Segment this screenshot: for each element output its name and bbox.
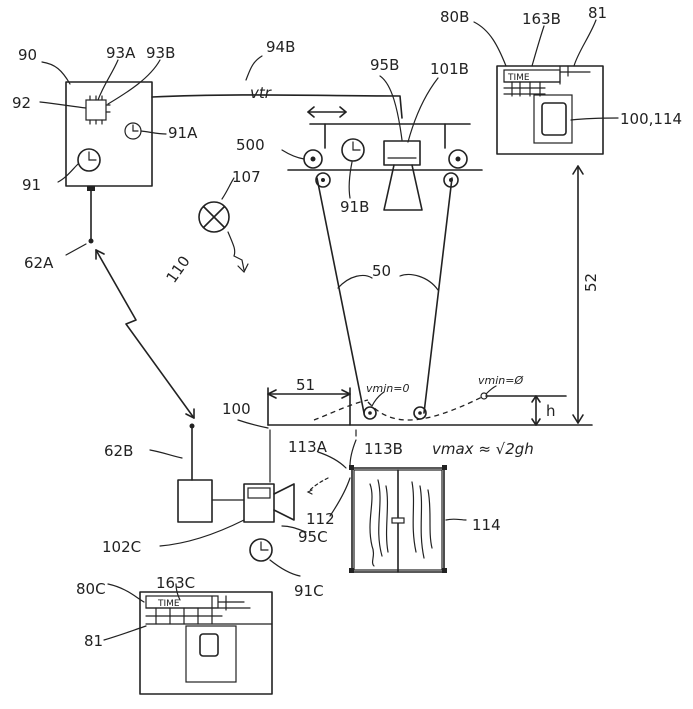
label-113b: 113B [364,440,403,458]
label-80c: 80C [76,580,106,598]
rope-right [423,177,453,414]
camera-102c [243,483,275,523]
time-box-bottom [145,595,219,609]
label-52: 52 [582,273,600,292]
label-94b: 94B [266,38,295,56]
label-500: 500 [236,136,265,154]
door-thumb-bottom [199,633,219,657]
label-81-bottom: 81 [84,632,103,650]
label-vmax: vmax ≈ √2gh [432,440,534,458]
label-100-114: 100,114 [620,110,682,128]
timeline-grid-top [503,65,591,97]
pulley-right [443,149,468,188]
label-93a: 93A [106,44,136,62]
chip-pins [89,95,111,125]
label-h: h [546,402,556,420]
label-101b: 101B [430,60,469,78]
camera-box-101b [383,140,421,166]
label-163c: 163C [156,574,195,592]
label-91a: 91A [168,124,198,142]
wireless-link [95,249,195,419]
label-vmin-0-a: vmin=0 [366,382,409,395]
distance-52 [572,165,584,424]
controller-box-90 [65,81,153,187]
distance-51 [267,387,351,426]
label-93b: 93B [146,44,175,62]
rope-left [316,177,365,414]
label-100: 100 [222,400,251,418]
label-107: 107 [232,168,261,186]
label-113a: 113A [288,438,328,456]
leaders-door [306,429,357,517]
swing-path [367,395,485,421]
lamp-107 [198,177,235,233]
label-95c: 95C [298,528,328,546]
leaders-top-left [39,55,263,183]
label-163b: 163B [522,10,561,28]
timeline-grid-bottom [145,595,273,625]
door-hatching [369,479,433,567]
leaders-display-top [473,19,619,121]
label-51: 51 [296,376,315,394]
leaders-camera [149,419,307,577]
label-112: 112 [306,510,335,528]
label-90: 90 [18,46,37,64]
chip-93a [85,99,107,121]
label-81-top: 81 [588,4,607,22]
label-vmin-0-b: vmin=Ø [478,374,523,387]
camera-lens-95b [383,164,423,211]
clock-icon-91a [124,122,142,140]
thumbnail-bottom [185,625,237,683]
leaders-display-bottom [103,583,181,641]
box-62b [177,479,213,523]
leaders-crane [281,75,439,199]
label-91: 91 [22,176,41,194]
hook-right [413,406,427,420]
hook-left [363,406,377,420]
label-110: 110 [163,253,194,287]
label-91c: 91C [294,582,324,600]
time-label-top: TIME [507,73,530,83]
wire-94b [151,94,403,119]
time-label-bottom: TIME [157,599,180,609]
signal-110 [227,231,245,271]
travel-arrow [307,106,347,118]
label-91b: 91B [340,198,369,216]
label-102c: 102C [102,538,141,556]
display-80c [139,591,273,695]
rope-brace [337,273,439,291]
label-vtr: vtr [250,84,272,102]
label-114: 114 [472,516,501,534]
label-80b: 80B [440,8,469,26]
camera-lens-95c [273,483,295,521]
height-h [485,395,567,426]
clock-icon-91c [249,538,273,562]
clock-icon-91 [77,148,101,172]
label-92: 92 [12,94,31,112]
label-95b: 95B [370,56,399,74]
thumbnail-top [533,94,573,144]
label-62b: 62B [104,442,133,460]
label-50: 50 [372,262,391,280]
clock-icon-91b [341,138,365,162]
door-thumb-top [541,102,567,136]
label-62a: 62A [24,254,54,272]
antenna-base-62a [87,186,95,191]
display-80b [496,65,604,155]
